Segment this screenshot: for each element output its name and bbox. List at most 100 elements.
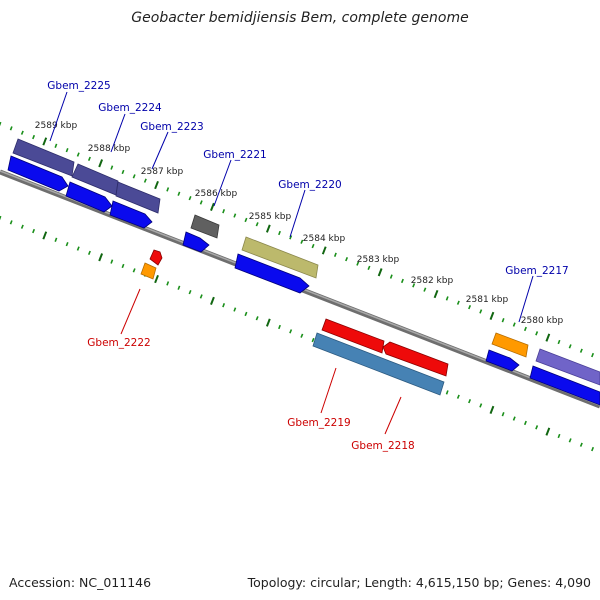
lower-tick (535, 425, 539, 430)
map-title: Geobacter bemidjiensis Bem, complete gen… (131, 10, 468, 26)
leader-gbem-2217 (518, 275, 534, 323)
upper-tick (76, 152, 80, 157)
gene-next-feature[interactable] (529, 348, 600, 406)
gene-gbem-2222-cds[interactable] (149, 249, 163, 266)
gene-gbem-2225[interactable] (7, 138, 75, 192)
upper-tick (289, 235, 293, 240)
gene-gbem-2225-cds[interactable] (7, 155, 69, 192)
gene-label-leaders (49, 91, 534, 435)
gene-gbem-2223-cds[interactable] (109, 200, 153, 229)
lower-tick (65, 242, 69, 247)
lower-tick (265, 318, 271, 327)
gene-label-gbem-2217[interactable]: Gbem_2217 (505, 265, 568, 277)
upper-tick (265, 224, 271, 233)
upper-tick (412, 283, 416, 288)
upper-tick (321, 246, 327, 255)
kbp-label: 2588 kbp (88, 144, 131, 154)
upper-tick (154, 180, 159, 190)
gene-gbem-2218[interactable] (321, 318, 449, 377)
gene-gbem-2218-cds[interactable] (321, 318, 385, 354)
kbp-label: 2589 kbp (35, 121, 78, 131)
gene-gbem-2221-feature[interactable] (190, 214, 220, 239)
upper-tick (377, 268, 383, 277)
gene-gbem-2220-cds[interactable] (234, 253, 310, 294)
gene-gbem-2221-cds[interactable] (182, 231, 210, 253)
topology-text: Topology: circular; Length: 4,615,150 bp… (247, 575, 591, 590)
gene-gbem-2217-feature[interactable] (491, 332, 529, 358)
upper-tick (545, 333, 551, 342)
gene-gbem-2224-cds[interactable] (65, 181, 113, 213)
lower-tick (501, 412, 505, 417)
gene-label-gbem-2225[interactable]: Gbem_2225 (47, 80, 110, 92)
upper-tick (356, 261, 360, 266)
lower-tick (42, 231, 48, 240)
lower-tick (233, 307, 237, 312)
lower-tick-track (0, 215, 595, 452)
lower-tick (132, 268, 136, 273)
upper-tick (42, 137, 48, 146)
gene-next-feature-box[interactable] (535, 348, 600, 386)
upper-tick (177, 191, 181, 196)
upper-tick (300, 239, 304, 244)
upper-tick (479, 309, 483, 314)
lower-tick (311, 337, 315, 343)
kbp-label: 2586 kbp (195, 189, 238, 199)
lower-tick (512, 416, 516, 421)
gene-features (7, 138, 600, 406)
leader-gbem-2222 (120, 288, 141, 335)
upper-tick (132, 174, 136, 179)
kbp-label: 2580 kbp (521, 316, 564, 326)
gene-gbem-2225-feature[interactable] (12, 138, 75, 177)
gene-gbem-2218-cds-b[interactable] (382, 341, 449, 377)
upper-tick (54, 143, 58, 148)
upper-tick (233, 213, 237, 218)
upper-tick (9, 126, 13, 131)
upper-tick (32, 134, 36, 140)
gene-gbem-2217[interactable] (485, 332, 529, 372)
gene-gbem-2220-feature[interactable] (241, 236, 319, 279)
gene-label-gbem-2223[interactable]: Gbem_2223 (140, 121, 203, 133)
lower-tick (210, 296, 215, 305)
upper-tick-track (0, 121, 595, 358)
upper-tick (400, 278, 404, 284)
gene-gbem-2224[interactable] (65, 163, 119, 213)
gene-label-gbem-2222[interactable]: Gbem_2222 (87, 337, 150, 349)
gene-gbem-2223-feature[interactable] (115, 181, 161, 214)
lower-tick (110, 259, 114, 264)
lower-tick (9, 220, 13, 225)
lower-tick (479, 403, 483, 408)
lower-tick (445, 390, 449, 395)
leader-gbem-2224 (110, 113, 126, 153)
gene-gbem-2223[interactable] (109, 181, 161, 229)
gene-gbem-2219-feature[interactable] (312, 332, 445, 396)
upper-tick (557, 339, 561, 345)
upper-tick (20, 130, 24, 135)
gene-gbem-2220[interactable] (234, 236, 319, 294)
lower-tick (121, 263, 125, 269)
upper-tick (244, 217, 248, 223)
gene-label-gbem-2219[interactable]: Gbem_2219 (287, 417, 350, 429)
gene-label-gbem-2220[interactable]: Gbem_2220 (278, 179, 341, 191)
lower-tick (154, 274, 159, 284)
upper-tick (333, 252, 337, 257)
gene-label-gbem-2224[interactable]: Gbem_2224 (98, 102, 162, 114)
upper-tick (166, 187, 170, 192)
lower-tick (76, 246, 80, 251)
kbp-label: 2583 kbp (357, 255, 400, 265)
gene-gbem-2222[interactable] (140, 249, 163, 280)
upper-tick (0, 121, 2, 127)
gene-gbem-2221[interactable] (182, 214, 220, 253)
gene-gbem-2222-feature[interactable] (140, 262, 157, 280)
gene-label-gbem-2221[interactable]: Gbem_2221 (203, 149, 266, 161)
lower-tick (222, 303, 226, 308)
lower-tick (166, 281, 170, 286)
leader-gbem-2221 (213, 159, 232, 207)
gene-gbem-2217-cds[interactable] (485, 349, 520, 372)
lower-tick (278, 324, 281, 330)
gene-gbem-2219[interactable] (312, 332, 445, 396)
upper-tick (121, 169, 125, 175)
upper-tick (456, 300, 460, 305)
gene-next-feature-cds[interactable] (529, 365, 600, 406)
upper-tick (523, 326, 527, 332)
gene-label-gbem-2218[interactable]: Gbem_2218 (351, 440, 414, 452)
